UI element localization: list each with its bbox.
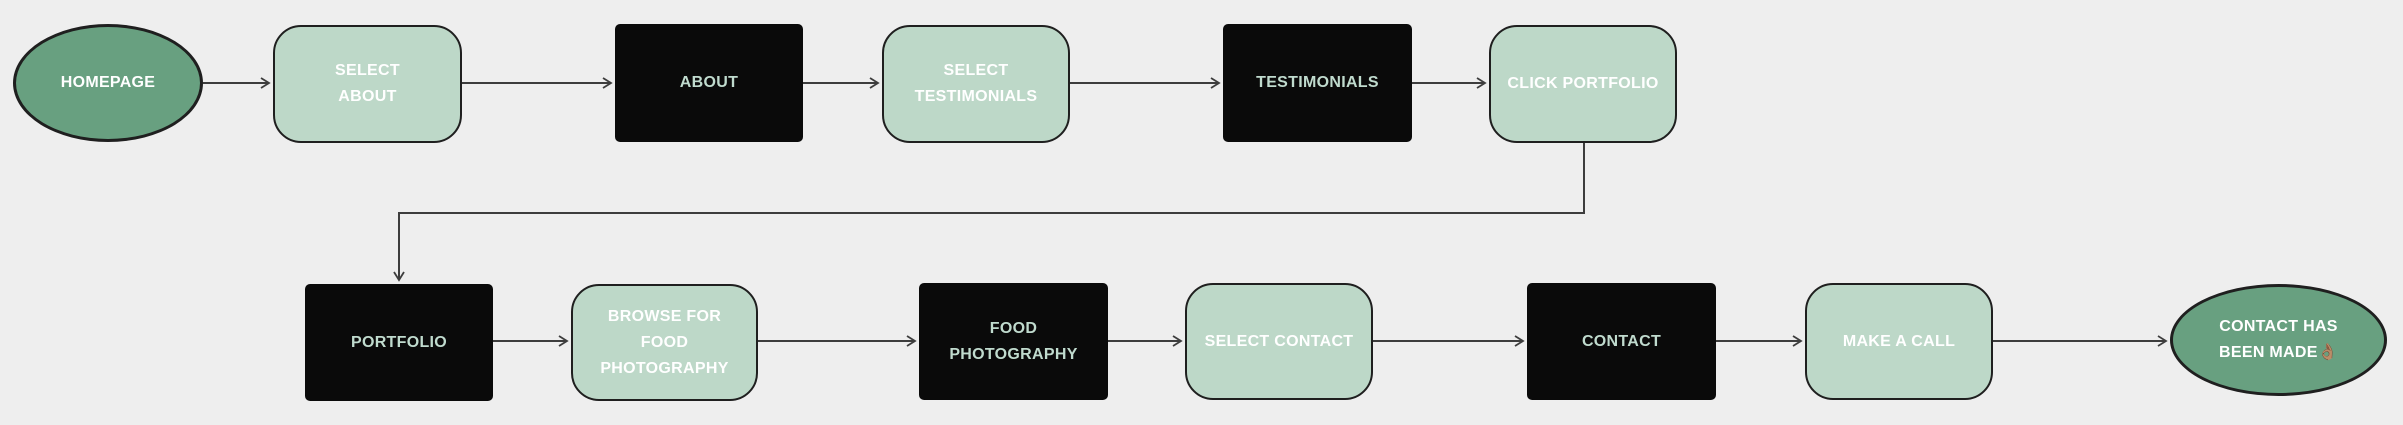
node-select-testimonials-label: SELECT TESTIMONIALS [914,62,1038,105]
node-select-testimonials[interactable]: SELECT TESTIMONIALS [882,25,1070,143]
node-contact[interactable]: CONTACT [1527,283,1716,400]
node-make-a-call[interactable]: MAKE A CALL [1805,283,1993,400]
node-click-portfolio-label: CLICK PORTFOLIO [1507,75,1659,92]
node-portfolio[interactable]: PORTFOLIO [305,284,493,401]
node-testimonials[interactable]: TESTIMONIALS [1223,24,1412,142]
node-browse-for-food-photography-label: BROWSE FOR FOOD PHOTOGRAPHY [600,307,729,377]
node-food-photography[interactable]: FOOD PHOTOGRAPHY [919,283,1108,400]
node-click-portfolio[interactable]: CLICK PORTFOLIO [1489,25,1677,143]
node-homepage-label: HOMEPAGE [60,74,156,91]
node-browse-for-food-photography[interactable]: BROWSE FOR FOOD PHOTOGRAPHY [571,284,758,401]
node-select-about-label: SELECT ABOUT [335,62,400,105]
node-select-contact[interactable]: SELECT CONTACT [1185,283,1373,400]
node-contact-has-been-made[interactable]: CONTACT HAS BEEN MADE👌🏽 [2170,284,2387,396]
node-homepage[interactable]: HOMEPAGE [13,24,203,142]
node-testimonials-label: TESTIMONIALS [1256,74,1379,91]
node-portfolio-label: PORTFOLIO [350,333,448,351]
node-make-a-call-label: MAKE A CALL [1842,332,1956,350]
node-contact-has-been-made-label: CONTACT HAS BEEN MADE👌🏽 [2219,318,2338,361]
node-food-photography-label: FOOD PHOTOGRAPHY [949,319,1078,363]
node-about[interactable]: ABOUT [615,24,803,142]
connector-clickportfolio-portfolio [393,142,1585,282]
node-select-contact-label: SELECT CONTACT [1204,332,1354,350]
node-select-about[interactable]: SELECT ABOUT [273,25,462,143]
node-about-label: ABOUT [679,74,739,91]
node-contact-label: CONTACT [1581,332,1662,350]
